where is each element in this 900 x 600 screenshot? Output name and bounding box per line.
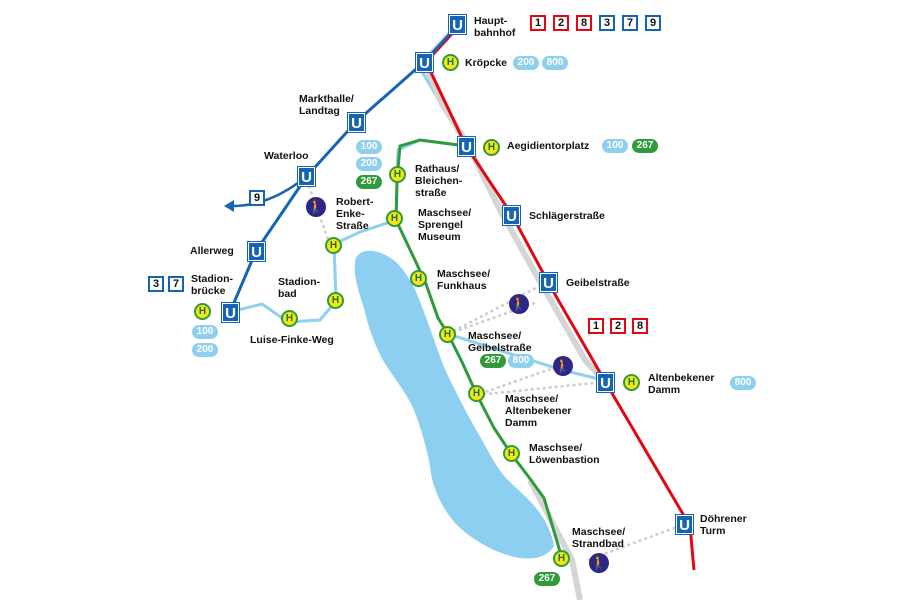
bus-stop-icon-stadionbad[interactable]: H [327,292,344,309]
arrow-left-icon [224,200,234,212]
walk-paths [305,179,686,562]
station-label-stadionbad[interactable]: Stadion- bad [278,276,320,300]
bus-stop-icon-luise-finke[interactable]: H [281,310,298,327]
station-label-waterloo[interactable]: Waterloo [264,150,309,162]
bus-stop-icon-maschsee-geibel[interactable]: H [439,326,456,343]
pedestrian-icon: 🚶 [553,356,573,376]
station-label-stadionbruecke[interactable]: Stadion- brücke [191,273,233,297]
bus-badge-800[interactable]: 800 [730,376,756,390]
bus-stop-icon-aegidientorplatz[interactable]: H [483,139,500,156]
bus-badge-200[interactable]: 200 [356,157,382,171]
station-label-markthalle[interactable]: Markthalle/ Landtag [299,93,354,117]
bus-stop-icon-stadionbruecke[interactable]: H [194,303,211,320]
bus-stop-icon-rathaus[interactable]: H [389,166,406,183]
route-box-8[interactable]: 8 [576,15,592,31]
ubahn-icon-geibelstrasse[interactable]: U [539,272,558,293]
maschsee-lake [354,250,554,559]
bus-stop-icon-maschsee-strandbad[interactable]: H [553,550,570,567]
station-label-maschsee-loewenbastion[interactable]: Maschsee/ Löwenbastion [529,442,600,466]
bus-stop-icon-maschsee-sprengel[interactable]: H [386,210,403,227]
ubahn-icon-aegidientorplatz[interactable]: U [457,136,476,157]
station-label-geibelstrasse[interactable]: Geibelstraße [566,277,630,289]
ubahn-icon-waterloo[interactable]: U [297,166,316,187]
ubahn-icon-allerweg[interactable]: U [247,241,266,262]
station-label-kroepcke[interactable]: Kröpcke [465,57,508,69]
ubahn-icon-doehrener[interactable]: U [675,514,694,535]
bus-badge-267[interactable]: 267 [534,572,560,586]
bus-stop-icon-maschsee-funkhaus[interactable]: H [410,270,427,287]
bus-badge-200[interactable]: 200 [192,343,218,357]
station-label-luise-finke[interactable]: Luise-Finke-Weg [250,334,334,346]
pedestrian-icon: 🚶 [509,294,529,314]
ubahn-icon-schlaegerstrasse[interactable]: U [502,205,521,226]
route-box-1-mid[interactable]: 1 [588,318,604,334]
bus-badge-800[interactable]: 800 [542,56,568,70]
bus-badge-100[interactable]: 100 [356,140,382,154]
ubahn-icon-altenbekener[interactable]: U [596,372,615,393]
station-label-hauptbahnhof[interactable]: Haupt- bahnhof [474,15,516,39]
bus-badge-200[interactable]: 200 [513,56,539,70]
station-label-altenbekener[interactable]: Altenbekener Damm [648,372,715,396]
bus-badge-800[interactable]: 800 [508,354,534,368]
route-box-2[interactable]: 2 [553,15,569,31]
station-label-aegidientorplatz[interactable]: Aegidientorplatz [507,140,590,152]
bus-badge-100[interactable]: 100 [602,139,628,153]
red-line-128 [424,23,696,571]
route-box-3-stadionbruecke[interactable]: 3 [148,276,164,292]
station-label-doehrener[interactable]: Döhrener Turm [700,513,747,537]
route-box-1[interactable]: 1 [530,15,546,31]
pedestrian-icon: 🚶 [306,197,326,217]
pedestrian-icon: 🚶 [589,553,609,573]
station-label-robert-enke[interactable]: Robert- Enke- Straße [336,196,374,232]
bus-badge-100[interactable]: 100 [192,325,218,339]
route-box-9-branch[interactable]: 9 [249,190,265,206]
station-label-maschsee-geibel[interactable]: Maschsee/ Geibelstraße [468,330,532,354]
bus-stop-icon-maschsee-loewenbastion[interactable]: H [503,445,520,462]
station-label-maschsee-funkhaus[interactable]: Maschsee/ Funkhaus [437,268,491,292]
bus-stop-icon-kroepcke[interactable]: H [442,54,459,71]
station-label-maschsee-strandbad[interactable]: Maschsee/ Strandbad [572,526,626,550]
bus-badge-267[interactable]: 267 [480,354,506,368]
bus-stop-icon-maschsee-altenbekener[interactable]: H [468,385,485,402]
station-label-maschsee-altenbekener[interactable]: Maschsee/ Altenbekener Damm [505,393,572,429]
bus-badge-267[interactable]: 267 [632,139,658,153]
bus-stop-icon-altenbekener[interactable]: H [623,374,640,391]
ubahn-icon-stadionbruecke[interactable]: U [221,302,240,323]
station-label-rathaus[interactable]: Rathaus/ Bleichen- straße [415,163,463,199]
station-label-maschsee-sprengel[interactable]: Maschsee/ Sprengel Museum [418,207,472,243]
bus-badge-267[interactable]: 267 [356,175,382,189]
ubahn-icon-hauptbahnhof[interactable]: U [448,14,467,35]
station-label-schlaegerstrasse[interactable]: Schlägerstraße [529,210,605,222]
station-label-allerweg[interactable]: Allerweg [190,245,234,257]
ubahn-icon-markthalle[interactable]: U [347,112,366,133]
route-box-7-stadionbruecke[interactable]: 7 [168,276,184,292]
route-box-9[interactable]: 9 [645,15,661,31]
route-box-8-mid[interactable]: 8 [632,318,648,334]
route-box-3[interactable]: 3 [599,15,615,31]
route-box-7[interactable]: 7 [622,15,638,31]
route-box-2-mid[interactable]: 2 [610,318,626,334]
ubahn-icon-kroepcke[interactable]: U [415,52,434,73]
bus-stop-icon-robert-enke[interactable]: H [325,237,342,254]
